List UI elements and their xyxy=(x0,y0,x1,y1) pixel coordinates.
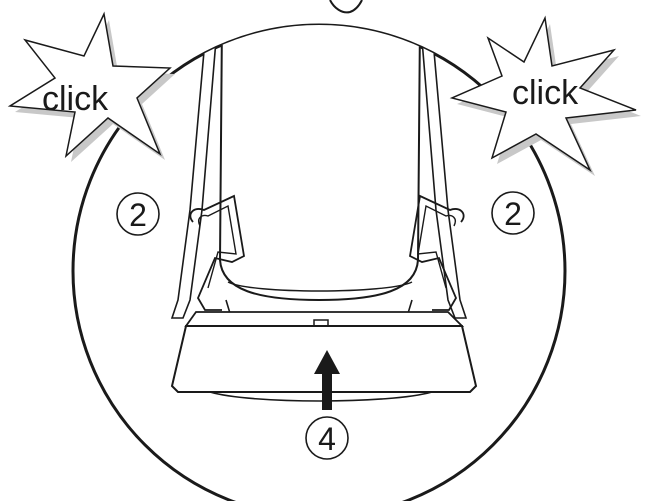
left-step-number: 2 xyxy=(129,197,147,233)
bottom-step-marker: 4 xyxy=(305,416,349,460)
left-bracket xyxy=(189,194,245,311)
right-bracket-inner xyxy=(417,204,456,289)
screen-bottom-edge xyxy=(227,281,413,292)
bottom-step-number: 4 xyxy=(318,421,336,457)
base-foot xyxy=(209,391,433,402)
right-step-marker: 2 xyxy=(491,191,535,235)
screen-panel xyxy=(218,25,422,302)
push-up-arrow xyxy=(314,350,340,410)
left-click-burst: click xyxy=(7,11,175,162)
right-bracket xyxy=(409,194,465,311)
right-step-number: 2 xyxy=(504,196,522,232)
right-rail xyxy=(421,39,468,319)
left-bracket-inner xyxy=(198,204,237,289)
top-cable xyxy=(329,0,363,14)
device-group xyxy=(170,25,478,402)
left-click-label: click xyxy=(42,80,109,118)
right-click-burst: click xyxy=(449,15,641,176)
right-click-label: click xyxy=(512,74,579,112)
left-step-marker: 2 xyxy=(116,192,160,236)
left-rail xyxy=(170,39,217,319)
